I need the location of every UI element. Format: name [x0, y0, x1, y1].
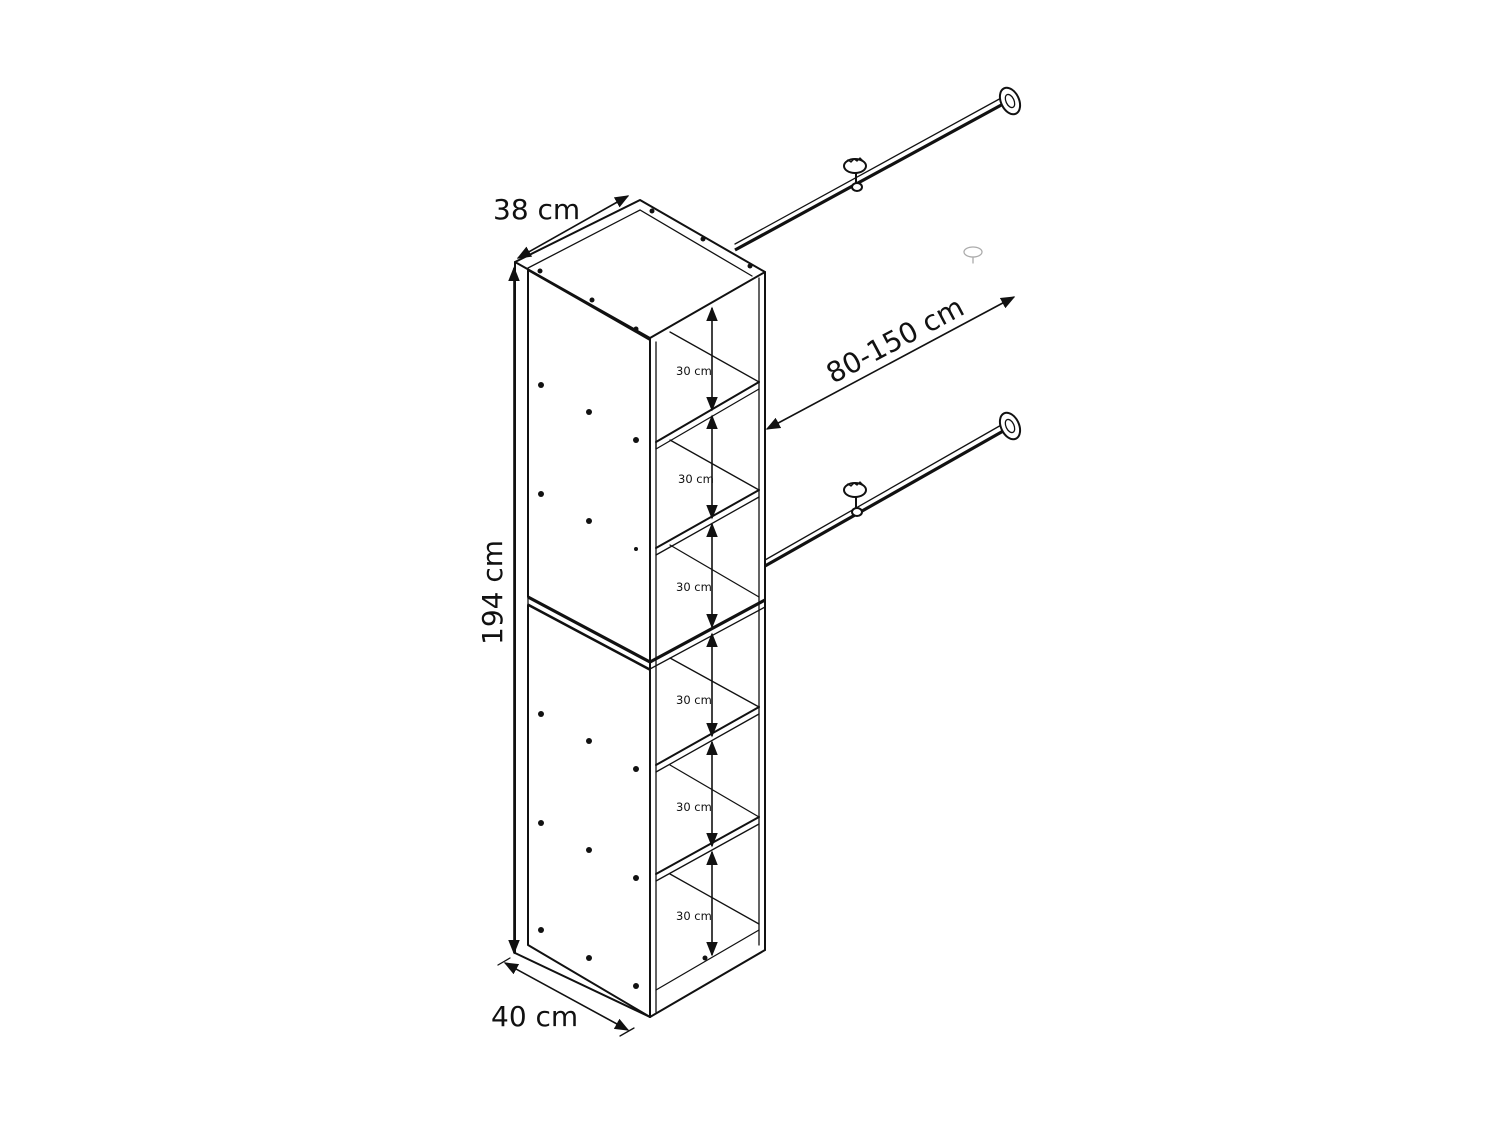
hanging-rod-upper: [734, 86, 1022, 252]
label-height: 194 cm: [476, 540, 509, 645]
cabinet: [514, 199, 766, 1018]
label-shelf-gap: 30 cm: [676, 580, 712, 594]
adjuster-knob-icon: [963, 246, 983, 264]
shelves: [655, 331, 760, 925]
wall-flange-icon: [998, 411, 1022, 441]
label-depth-top: 38 cm: [493, 193, 580, 226]
label-shelf-gap: 30 cm: [676, 800, 712, 814]
label-shelf-gap: 30 cm: [676, 364, 712, 378]
dimension-arrows: [497, 195, 1016, 1037]
hanging-rod-lower: [764, 411, 1022, 568]
label-depth-bottom: 40 cm: [491, 1000, 578, 1033]
label-shelf-gap: 30 cm: [676, 693, 712, 707]
wall-flange-icon: [998, 86, 1022, 116]
adjuster-knob-icon: [843, 157, 867, 192]
side-panel-upper: [527, 269, 651, 663]
arrow-depth-bottom: [503, 962, 630, 1031]
adjuster-knob-icon: [843, 481, 867, 517]
side-panel-holes: [538, 382, 708, 989]
label-shelf-gap: 30 cm: [676, 909, 712, 923]
label-rod-span: 80-150 cm: [821, 290, 970, 390]
label-shelf-gap: 30 cm: [678, 472, 714, 486]
arrow-depth-top: [516, 195, 630, 259]
arrow-rod-span: [765, 296, 1016, 430]
